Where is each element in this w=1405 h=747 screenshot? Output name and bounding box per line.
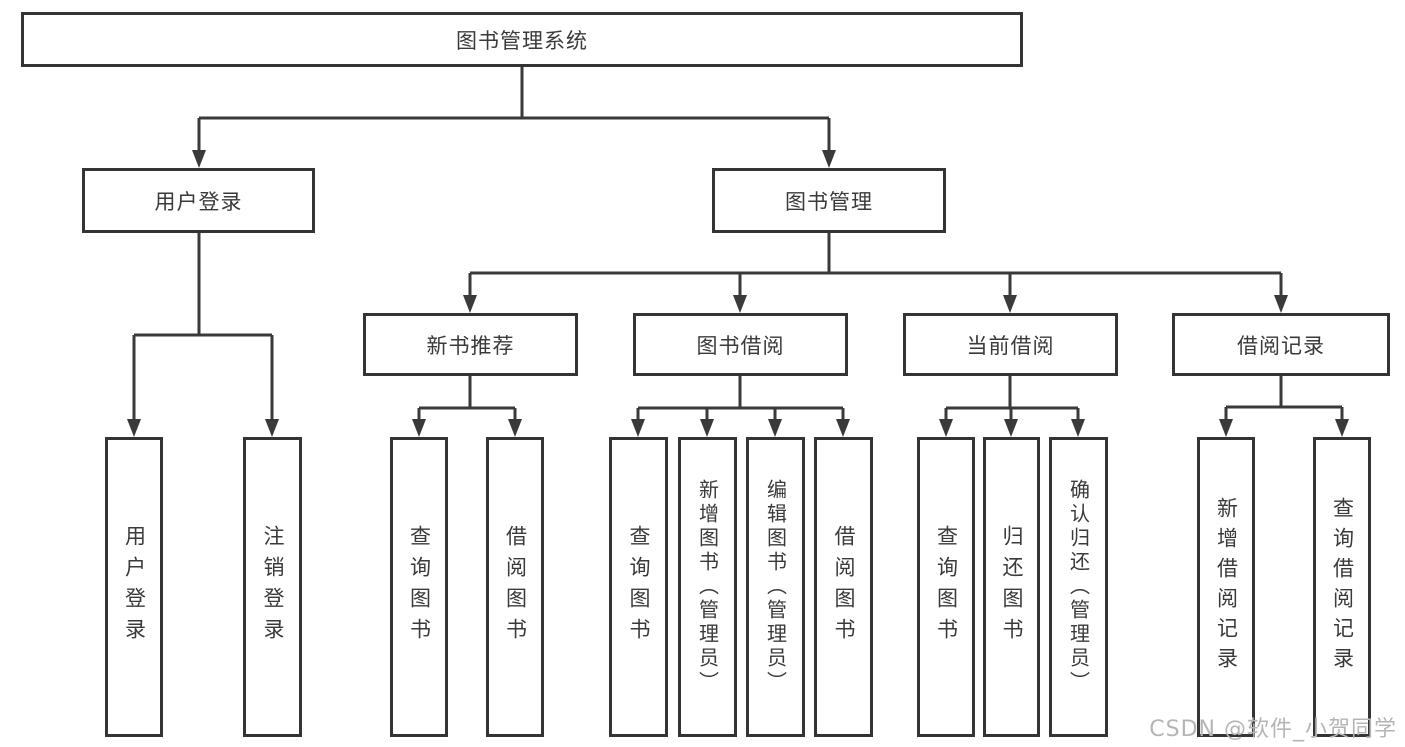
leaf-label: 编辑图书（管理员） <box>763 479 788 695</box>
leaf-query-books-borrow: 查询图书 <box>609 437 668 737</box>
node-label: 新书推荐 <box>426 333 515 358</box>
leaf-borrow-books-borrow: 借阅图书 <box>814 437 873 737</box>
leaf-label: 借阅图书 <box>832 525 856 649</box>
node-current-borrow: 当前借阅 <box>903 313 1118 376</box>
leaf-label: 注销登录 <box>261 525 285 649</box>
leaf-label: 查询图书 <box>934 525 959 649</box>
node-label: 图书管理系统 <box>456 28 588 53</box>
leaf-label: 新增图书（管理员） <box>695 479 720 695</box>
leaf-label: 归还图书 <box>1000 525 1024 649</box>
leaf-borrow-books-newbook: 借阅图书 <box>486 437 544 737</box>
node-label: 图书管理 <box>785 189 873 214</box>
leaf-add-books-admin: 新增图书（管理员） <box>678 437 737 737</box>
leaf-label: 用户登录 <box>122 525 147 649</box>
node-user-login: 用户登录 <box>82 168 315 233</box>
leaf-label: 查询图书 <box>407 525 432 649</box>
leaf-logout: 注销登录 <box>243 437 302 737</box>
node-library-system: 图书管理系统 <box>21 12 1023 67</box>
node-label: 图书借阅 <box>696 333 785 358</box>
node-new-book-recommend: 新书推荐 <box>363 313 578 376</box>
node-label: 用户登录 <box>154 189 243 214</box>
leaf-add-borrow-record: 新增借阅记录 <box>1197 437 1255 737</box>
node-borrow-records: 借阅记录 <box>1172 313 1390 376</box>
leaf-return-books: 归还图书 <box>983 437 1040 737</box>
leaf-label: 查询借阅记录 <box>1330 497 1355 677</box>
node-label: 借阅记录 <box>1237 333 1325 358</box>
watermark: CSDN @软件_小贺同学 <box>1149 717 1397 742</box>
leaf-label: 确认归还（管理员） <box>1066 479 1091 695</box>
leaf-label: 新增借阅记录 <box>1214 497 1239 677</box>
leaf-query-books-current: 查询图书 <box>917 437 975 737</box>
leaf-query-books-newbook: 查询图书 <box>390 437 448 737</box>
leaf-label: 借阅图书 <box>503 525 528 649</box>
node-label: 当前借阅 <box>966 333 1055 358</box>
leaf-edit-books-admin: 编辑图书（管理员） <box>746 437 805 737</box>
leaf-label: 查询图书 <box>627 525 651 649</box>
node-book-management: 图书管理 <box>712 168 946 233</box>
leaf-query-borrow-record: 查询借阅记录 <box>1313 437 1371 737</box>
node-book-borrow: 图书借阅 <box>633 313 848 376</box>
leaf-user-login: 用户登录 <box>105 437 163 737</box>
leaf-confirm-return-admin: 确认归还（管理员） <box>1049 437 1108 737</box>
